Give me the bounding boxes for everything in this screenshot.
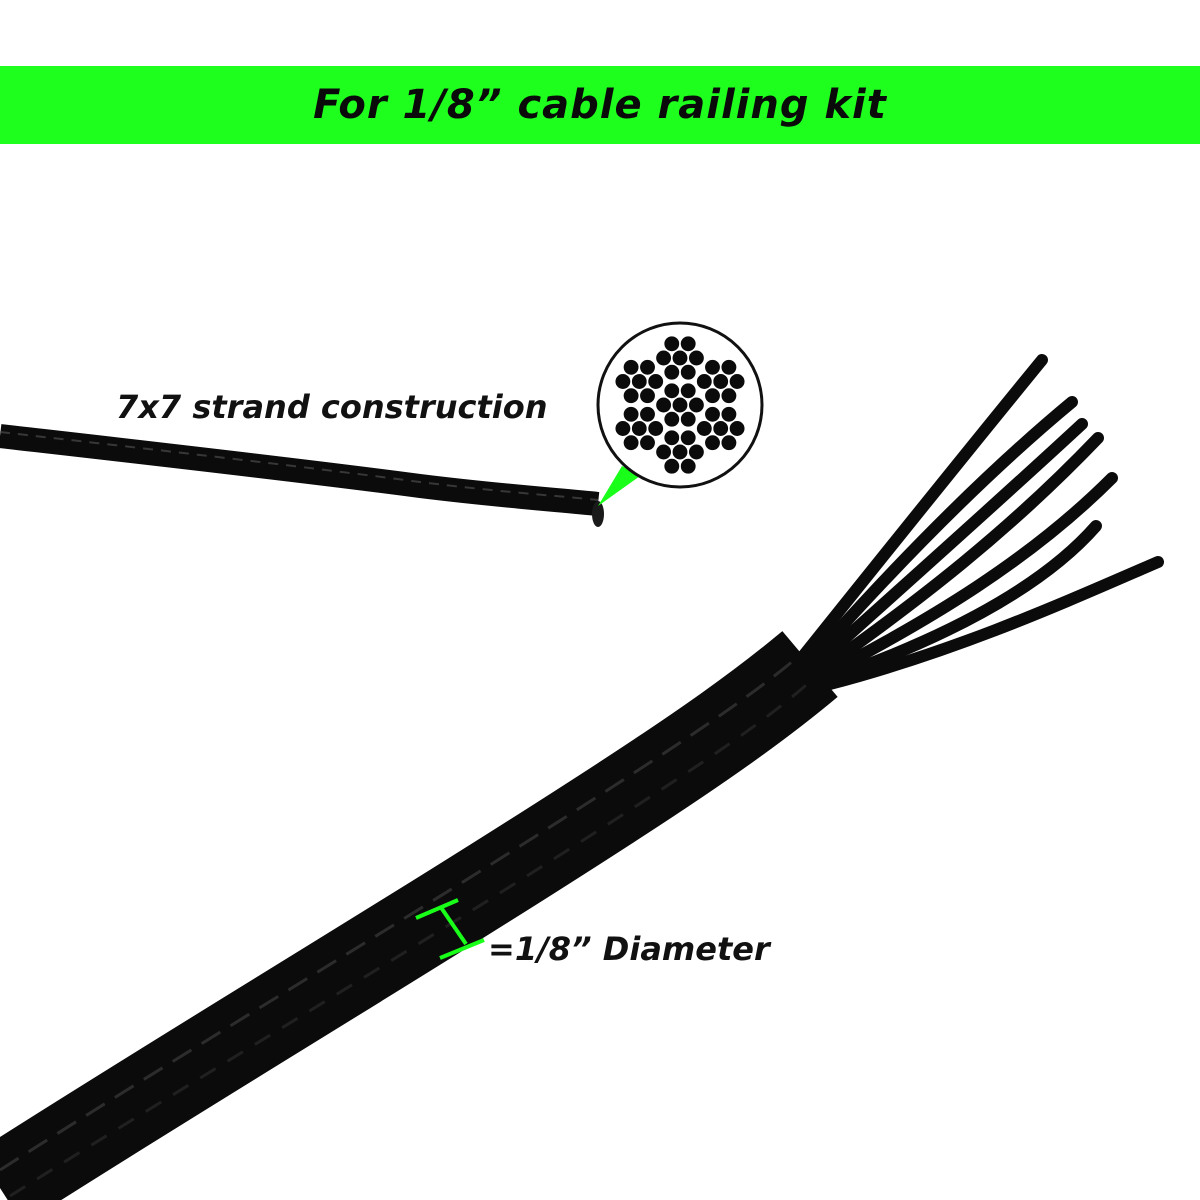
short-cable [0,424,604,527]
strand-construction-label: 7x7 strand construction [116,388,548,426]
wire-strand [662,334,681,353]
wire-strand [679,381,698,400]
cross-section-icon [596,321,764,489]
wire-strand [622,358,641,377]
wire-strand [719,386,738,405]
diameter-marker-icon [415,898,485,960]
main-cable [0,631,838,1200]
wire-strand [695,372,714,391]
wire-strand [613,372,632,391]
wire-strand [679,457,698,476]
wire-strand [728,419,747,438]
wire-strand [719,405,738,424]
wire-strand [679,363,698,382]
wire-strand [622,386,641,405]
diameter-label: =1/8” Diameter [488,930,770,968]
wire-strand [662,410,681,429]
wire-strand [646,419,665,438]
wire-strand [654,443,673,461]
wire-strand [703,405,722,424]
wire-strand [638,358,657,377]
wire-strand [662,428,681,447]
wire-strand [622,433,641,452]
wire-strand [687,396,706,414]
wire-strand [638,433,657,452]
wire-strand [703,386,722,405]
wire-strand [728,372,747,391]
wire-strand [654,349,673,367]
wire-strand [687,443,706,461]
wire-strand [703,358,722,377]
wire-strand [654,396,673,414]
wire-strand [662,363,681,382]
wire-strand [703,433,722,452]
wire-strand [687,349,706,367]
wire-strand [695,419,714,438]
banner-title: For 1/8” cable railing kit [313,82,887,128]
callout-pointer [598,466,640,506]
wire-strand [638,386,657,405]
wire-strand [638,405,657,424]
frayed-strands [794,354,1164,690]
wire-strand [679,334,698,353]
wire-strand [662,381,681,400]
wire-strand [622,405,641,424]
wire-strand [719,433,738,452]
wire-strand [719,358,738,377]
wire-strand [646,372,665,391]
wire-strand [662,457,681,476]
title-banner: For 1/8” cable railing kit [0,66,1200,144]
wire-strand [679,410,698,429]
wire-strand [679,428,698,447]
wire-strand [613,419,632,438]
